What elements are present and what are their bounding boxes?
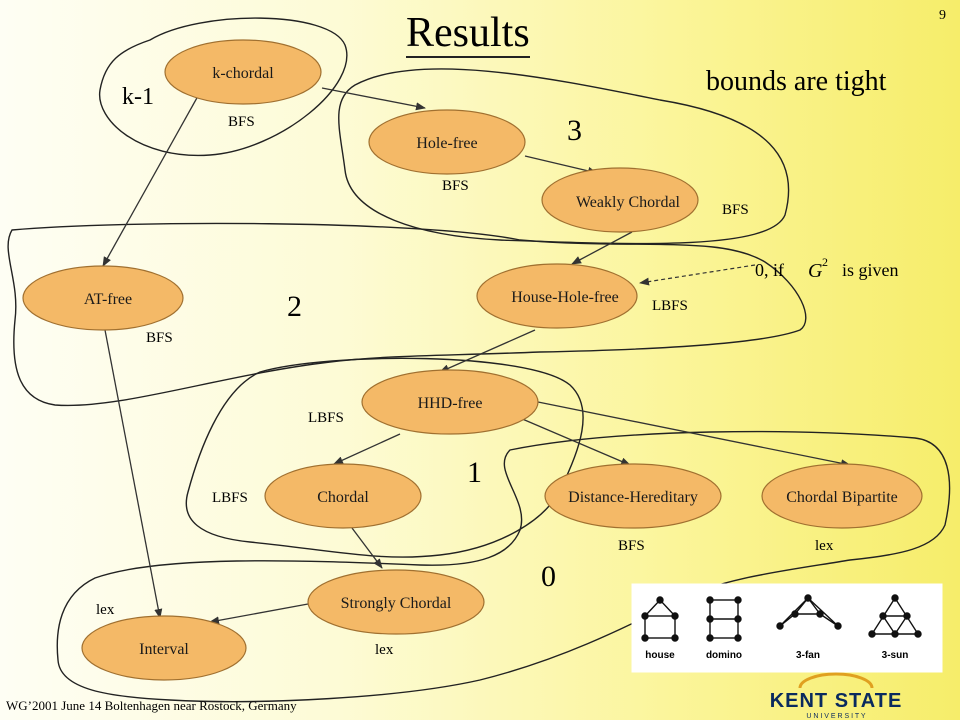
node-house-hole-free[interactable]: House-Hole-free <box>476 263 638 329</box>
edge-kchordal-holefree <box>321 87 426 111</box>
node-k-chordal[interactable]: k-chordal <box>164 39 322 105</box>
edge-hhdfree-bipartite <box>537 401 851 468</box>
alg-label-chordal: LBFS <box>212 490 248 506</box>
edge-hhdfree-chordal <box>333 433 401 465</box>
node-label: Chordal <box>317 489 369 506</box>
node-hhd-free[interactable]: HHD-free <box>361 369 539 435</box>
forbidden-graphs-panel: house domino 3-fan 3-sun <box>631 583 943 673</box>
bound-label-3: 3 <box>567 114 582 147</box>
node-label: House-Hole-free <box>511 289 619 306</box>
3-fan-graph-icon <box>776 594 842 630</box>
node-hole-free[interactable]: Hole-free <box>368 109 526 175</box>
region-1 <box>185 357 584 558</box>
node-label: HHD-free <box>418 395 483 412</box>
3-sun-graph-icon <box>868 594 922 638</box>
bound-label-2: 2 <box>287 290 302 323</box>
note-suffix: is given <box>842 260 899 280</box>
house-graph-icon <box>641 596 679 642</box>
node-label: Weakly Chordal <box>576 194 681 211</box>
node-label: Chordal Bipartite <box>786 489 898 506</box>
edge-weakly-householefree <box>571 231 633 265</box>
edge-atfree-interval <box>104 329 163 619</box>
alg-label-at-free: BFS <box>146 330 173 346</box>
note-g-squared: 0, if G 2 is given <box>755 255 899 282</box>
graph-caption-domino: domino <box>706 650 742 661</box>
node-label: AT-free <box>84 291 132 308</box>
alg-label-hhd-free: LBFS <box>308 410 344 426</box>
edge-strongly-interval <box>209 603 309 625</box>
page-title: Results <box>406 10 530 58</box>
node-label: k-chordal <box>212 65 274 82</box>
note-prefix: 0, if <box>755 260 784 280</box>
region-2 <box>7 222 807 407</box>
logo-line2: U N I V E R S I T Y <box>806 713 865 720</box>
alg-label-k-chordal: BFS <box>228 114 255 130</box>
domino-graph-icon <box>706 596 742 642</box>
alg-label-house-hole-free: LBFS <box>652 298 688 314</box>
region-k-minus-1 <box>99 17 348 157</box>
graph-caption-3-fan: 3-fan <box>796 650 820 661</box>
note-symbol-base: G <box>808 260 823 282</box>
edge-kchordal-atfree <box>102 95 199 267</box>
alg-label-weakly-chordal: BFS <box>722 202 749 218</box>
slide-number: 9 <box>939 8 946 23</box>
node-weakly-chordal[interactable]: Weakly Chordal <box>541 167 699 233</box>
node-label: Interval <box>139 641 189 658</box>
note-symbol-sup: 2 <box>822 255 828 269</box>
edge-note-arrow <box>639 264 756 286</box>
graph-caption-house: house <box>645 650 675 661</box>
graph-caption-3-sun: 3-sun <box>882 650 909 661</box>
bound-label-k-minus-1: k-1 <box>122 84 154 110</box>
node-strongly-chordal[interactable]: Strongly Chordal <box>307 569 485 635</box>
edge-hhdfree-distance <box>519 417 631 466</box>
node-label: Hole-free <box>416 135 477 152</box>
edge-holefree-weakly <box>524 155 598 175</box>
alg-label-interval: lex <box>96 602 115 618</box>
bound-label-1: 1 <box>467 456 482 489</box>
node-at-free[interactable]: AT-free <box>22 265 184 331</box>
node-label: Strongly Chordal <box>341 595 452 612</box>
node-label: Distance-Hereditary <box>568 489 698 506</box>
alg-label-hole-free: BFS <box>442 178 469 194</box>
kent-state-logo: KENT STATE U N I V E R S I T Y <box>770 672 903 720</box>
alg-label-strongly-chordal: lex <box>375 642 394 658</box>
node-chordal-bipartite[interactable]: Chordal Bipartite <box>761 463 923 529</box>
subtitle: bounds are tight <box>706 66 887 97</box>
region-3 <box>338 68 790 245</box>
bound-label-0: 0 <box>541 560 556 593</box>
edge-householefree-hhdfree <box>439 329 536 373</box>
node-distance-hereditary[interactable]: Distance-Hereditary <box>544 463 722 529</box>
alg-label-distance-hereditary: BFS <box>618 538 645 554</box>
edge-chordal-strongly <box>351 527 383 569</box>
alg-label-chordal-bipartite: lex <box>815 538 834 554</box>
footer-text: WG’2001 June 14 Boltenhagen near Rostock… <box>6 698 297 713</box>
logo-line1: KENT STATE <box>770 690 903 712</box>
node-interval[interactable]: Interval <box>81 615 247 681</box>
node-chordal[interactable]: Chordal <box>264 463 422 529</box>
